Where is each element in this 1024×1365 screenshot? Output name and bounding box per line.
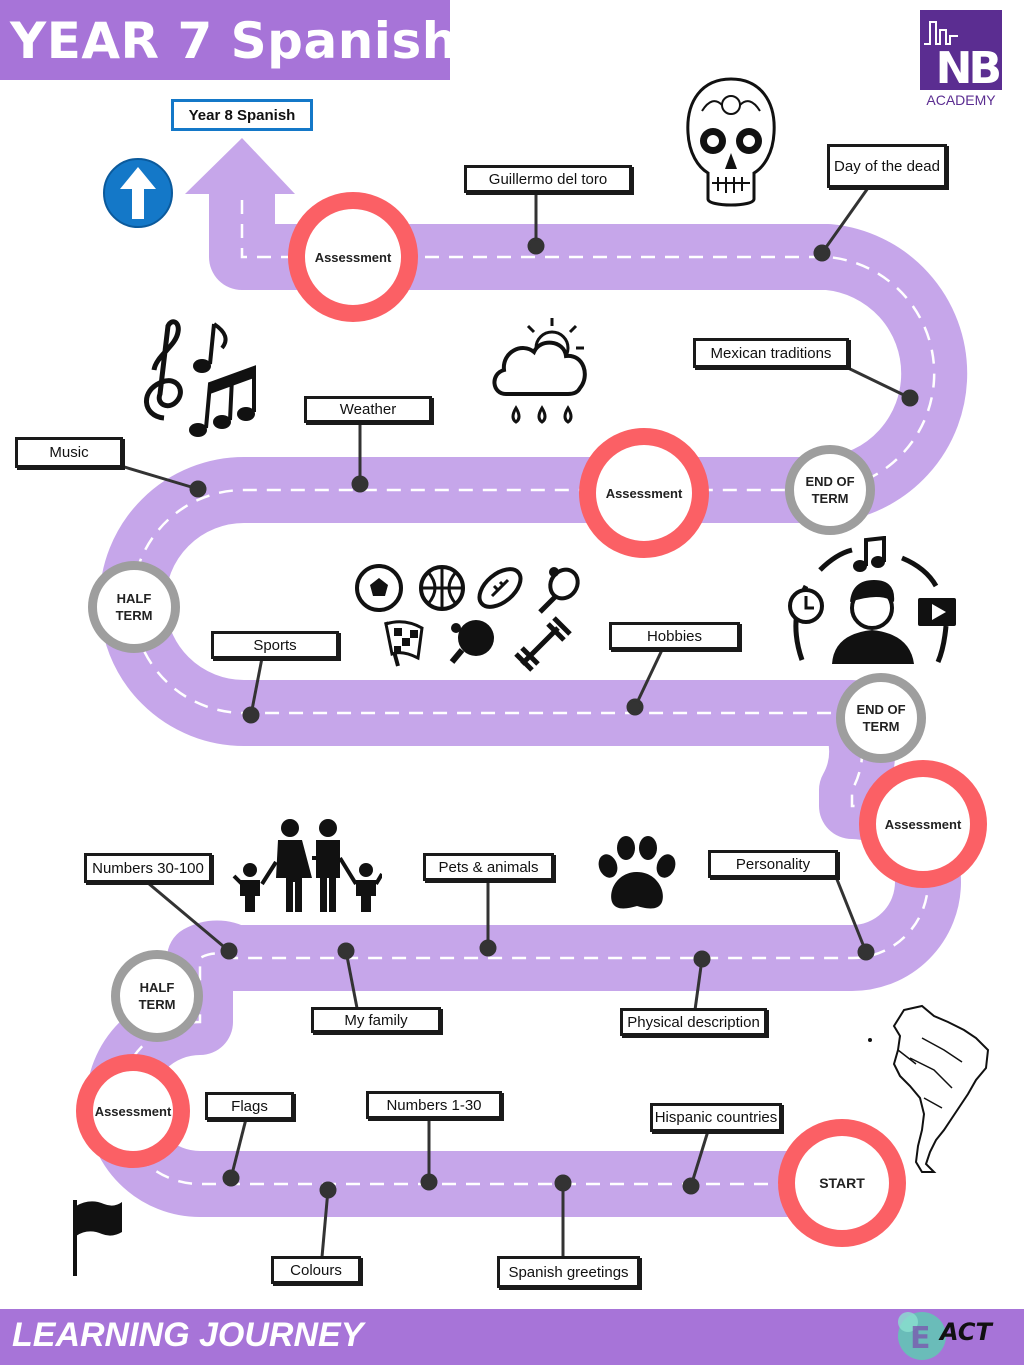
- end-of-term-marker: END OF TERM: [836, 673, 926, 763]
- end-of-term-line2: TERM: [811, 491, 849, 506]
- start-marker: START: [778, 1119, 906, 1247]
- play-video-icon: [918, 598, 956, 626]
- academy-logo: NB ACADEMY: [920, 10, 1002, 110]
- clock-icon: [788, 588, 824, 624]
- svg-text:E: E: [910, 1321, 931, 1356]
- act-brand-text: ACT: [940, 1318, 992, 1346]
- road-arrow-head: [185, 138, 295, 194]
- flag-icon: [73, 1200, 122, 1276]
- hobbies-person-icon: [788, 536, 956, 664]
- topic-pets-animals: Pets & animals: [423, 853, 554, 881]
- assessment-marker: Assessment: [579, 428, 709, 558]
- sugar-skull-icon: [686, 77, 776, 207]
- arrow-up-icon: [103, 158, 173, 228]
- road-centre-line: [117, 178, 936, 1186]
- assessment-label: Assessment: [605, 485, 683, 501]
- topic-music: Music: [15, 437, 123, 468]
- end-of-term-line1: END OF: [805, 474, 855, 489]
- half-term-marker: HALF TERM: [111, 950, 203, 1042]
- half-term-line2: TERM: [138, 997, 176, 1012]
- topic-my-family: My family: [311, 1007, 441, 1033]
- sports-icons: [355, 564, 580, 672]
- topic-colours: Colours: [271, 1256, 361, 1284]
- topic-numbers-30-100: Numbers 30-100: [84, 853, 212, 883]
- tennis-icon: [538, 567, 580, 614]
- connectors: [120, 187, 919, 1258]
- half-term-line2: TERM: [115, 608, 153, 623]
- topic-day-of-the-dead: Day of the dead: [827, 144, 947, 188]
- end-of-term-line2: TERM: [862, 719, 900, 734]
- rugby-ball-icon: [477, 567, 523, 609]
- page-title: YEAR 7 Spanish: [10, 12, 458, 70]
- ping-pong-icon: [449, 620, 494, 664]
- music-note-icon: [853, 536, 886, 572]
- dumbbell-icon: [514, 616, 572, 672]
- logo-text: ACADEMY: [926, 92, 996, 108]
- family-icon: [232, 819, 382, 912]
- next-year-label: Year 8 Spanish: [171, 99, 313, 131]
- topic-personality: Personality: [708, 850, 838, 878]
- topic-numbers-1-30: Numbers 1-30: [366, 1091, 502, 1119]
- footer-title: LEARNING JOURNEY: [12, 1316, 364, 1354]
- end-of-term-marker: END OF TERM: [785, 445, 875, 535]
- topic-guillermo-del-toro: Guillermo del toro: [464, 165, 632, 193]
- start-label: START: [819, 1175, 865, 1191]
- assessment-marker: Assessment: [288, 192, 418, 322]
- assessment-marker: Assessment: [76, 1054, 190, 1168]
- half-term-line1: HALF: [116, 591, 152, 606]
- topic-physical-description: Physical description: [620, 1008, 767, 1036]
- topic-flags: Flags: [205, 1092, 294, 1120]
- music-notes-icon: [144, 319, 256, 437]
- south-america-map-icon: [868, 1004, 990, 1173]
- logo-box: NB: [920, 10, 1002, 94]
- topic-mexican-traditions: Mexican traditions: [693, 338, 849, 368]
- assessment-label: Assessment: [94, 1103, 172, 1119]
- logo-mark: NB: [935, 43, 1002, 94]
- football-icon: [355, 564, 403, 612]
- paw-print-icon: [598, 836, 676, 909]
- footer-bar: [0, 1309, 1024, 1365]
- topic-hobbies: Hobbies: [609, 622, 740, 650]
- racing-flag-icon: [384, 620, 424, 667]
- topic-weather: Weather: [304, 396, 432, 423]
- end-of-term-line1: END OF: [856, 702, 906, 717]
- weather-cloud-icon: [492, 318, 587, 424]
- half-term-line1: HALF: [139, 980, 175, 995]
- act-brand-icon: E: [898, 1312, 946, 1360]
- topic-sports: Sports: [211, 631, 339, 659]
- topic-hispanic-countries: Hispanic countries: [650, 1103, 782, 1132]
- assessment-label: Assessment: [314, 249, 392, 265]
- assessment-marker: Assessment: [859, 760, 987, 888]
- topic-spanish-greetings: Spanish greetings: [497, 1256, 640, 1288]
- basketball-icon: [419, 565, 465, 611]
- skyline-icon: [924, 21, 958, 45]
- assessment-label: Assessment: [884, 816, 962, 832]
- half-term-marker: HALF TERM: [88, 561, 180, 653]
- header-bar: [0, 0, 450, 80]
